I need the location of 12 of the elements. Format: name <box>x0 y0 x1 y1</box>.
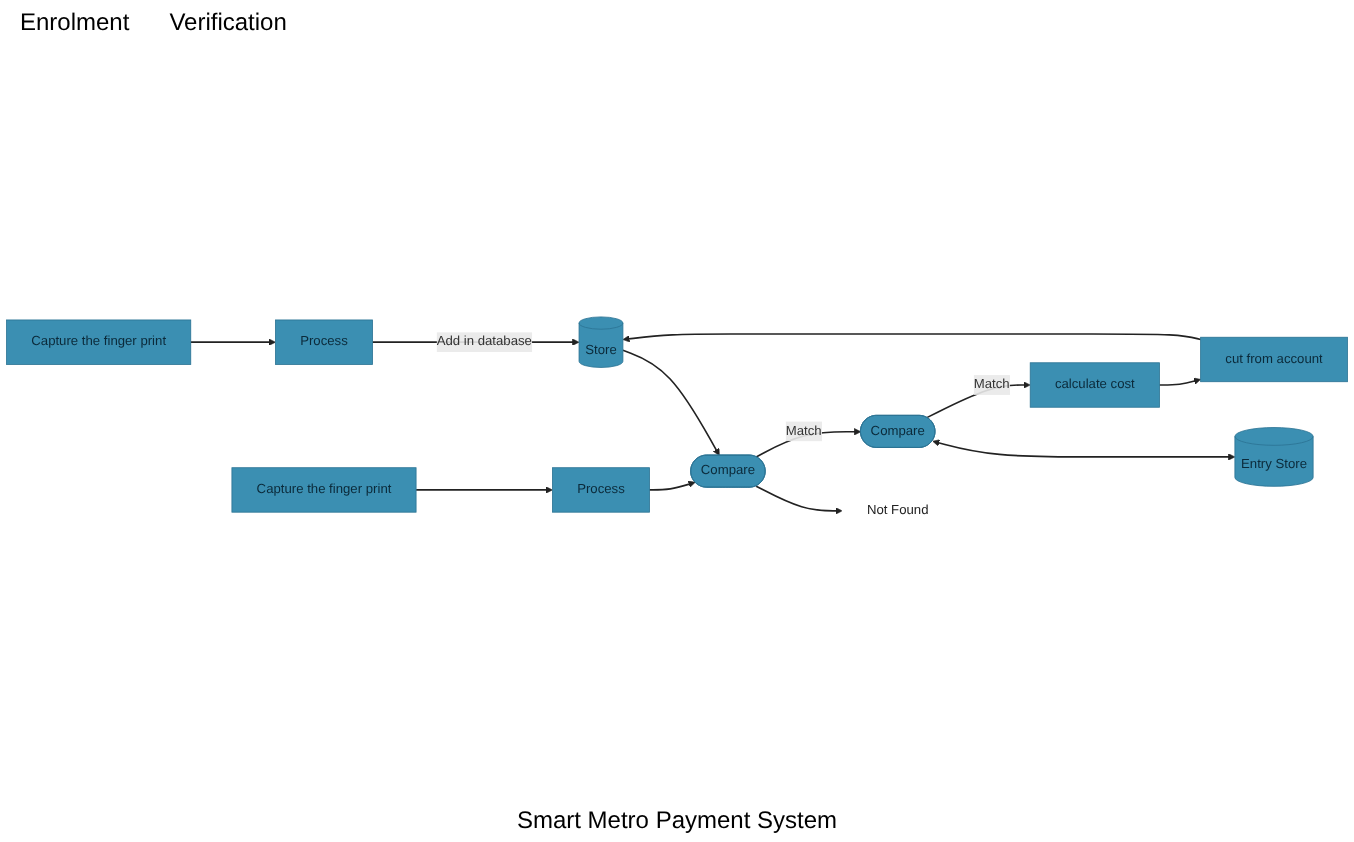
arrow <box>415 486 553 494</box>
arrow <box>1158 377 1201 386</box>
arrow <box>648 480 696 491</box>
arrow <box>189 338 276 346</box>
arrow <box>932 439 1236 461</box>
section-label: Enrolment <box>20 8 130 40</box>
arrow <box>755 485 843 515</box>
arrow <box>926 381 1031 419</box>
arrow <box>622 349 720 456</box>
arrow <box>622 333 1202 343</box>
caption: Smart Metro Payment System <box>516 806 838 834</box>
section-label: Verification <box>169 8 287 40</box>
